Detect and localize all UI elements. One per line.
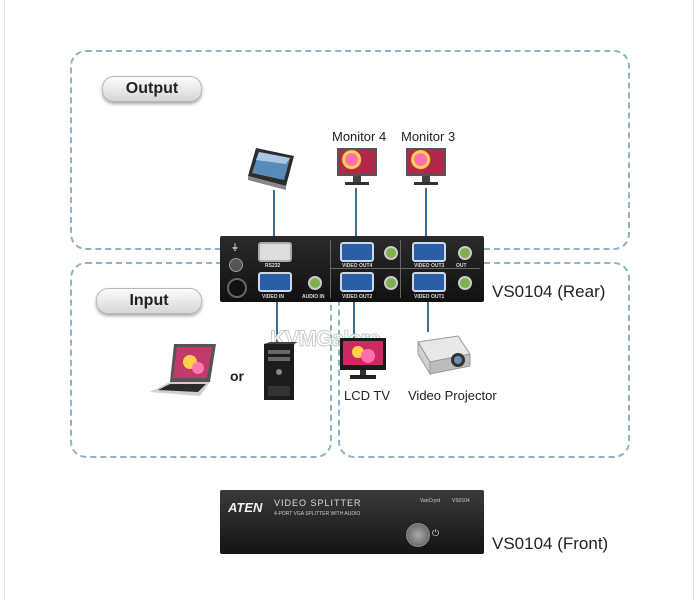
out1-jack xyxy=(458,276,472,290)
aten-logo: ATEN xyxy=(228,500,263,515)
rs232-port xyxy=(258,242,292,262)
monitor-4-label: Monitor 4 xyxy=(332,129,387,144)
projector-label: Video Projector xyxy=(408,388,497,403)
lcd-tv-label: LCD TV xyxy=(344,388,390,403)
vs0104-front-panel: ATEN VIDEO SPLITTER 4-PORT VGA SPLITTER … xyxy=(220,490,484,554)
cable-touch-panel xyxy=(273,190,275,238)
cable-projector xyxy=(427,300,429,332)
series-label: VanCryst xyxy=(420,498,441,504)
cable-monitor3 xyxy=(425,188,427,238)
audio-in-jack xyxy=(308,276,322,290)
input-zone-right xyxy=(338,262,630,458)
model-label: VS0104 xyxy=(452,498,470,504)
audio-in-label: AUDIO IN xyxy=(302,294,325,300)
laptop-icon xyxy=(150,344,216,396)
video-out1-port xyxy=(412,272,446,292)
touch-panel-icon xyxy=(248,148,294,190)
out2-jack xyxy=(384,276,398,290)
cable-lcd-tv xyxy=(353,300,355,340)
out3-jack xyxy=(458,246,472,260)
video-out4-label: VIDEO OUT4 xyxy=(342,263,373,269)
projector-icon xyxy=(417,335,471,376)
cable-monitor4 xyxy=(355,188,357,238)
rear-label: VS0104 (Rear) xyxy=(492,282,606,301)
video-out3-label: VIDEO OUT3 xyxy=(414,263,445,269)
output-pill: Output xyxy=(102,76,202,102)
power-button-icon xyxy=(406,523,430,547)
monitor-3-label: Monitor 3 xyxy=(401,129,456,144)
video-in-label: VIDEO IN xyxy=(262,294,284,300)
lcd-tv-icon xyxy=(340,338,386,379)
cable-input xyxy=(276,300,278,350)
out4-jack xyxy=(384,246,398,260)
video-out1-label: VIDEO OUT1 xyxy=(414,294,445,300)
input-pill: Input xyxy=(96,288,202,314)
video-out2-label: VIDEO OUT2 xyxy=(342,294,373,300)
video-in-port xyxy=(258,272,292,292)
or-label: or xyxy=(230,368,244,384)
vs0104-rear-panel: ⏚ RS232 VIDEO IN AUDIO IN VIDEO OUT4 VID… xyxy=(220,236,484,302)
video-out4-port xyxy=(340,242,374,262)
desktop-tower-icon xyxy=(264,342,298,400)
page-frame xyxy=(4,0,694,600)
power-symbol-icon: ⏻ xyxy=(432,528,440,538)
product-subtitle: 4-PORT VGA SPLITTER WITH AUDIO xyxy=(274,511,361,517)
video-out3-port xyxy=(412,242,446,262)
out-label: OUT xyxy=(456,263,467,269)
front-label: VS0104 (Front) xyxy=(492,534,609,553)
video-out2-port xyxy=(340,272,374,292)
input-zone-left xyxy=(70,262,332,458)
product-title: VIDEO SPLITTER xyxy=(274,498,362,508)
rs232-label: RS232 xyxy=(265,263,281,269)
